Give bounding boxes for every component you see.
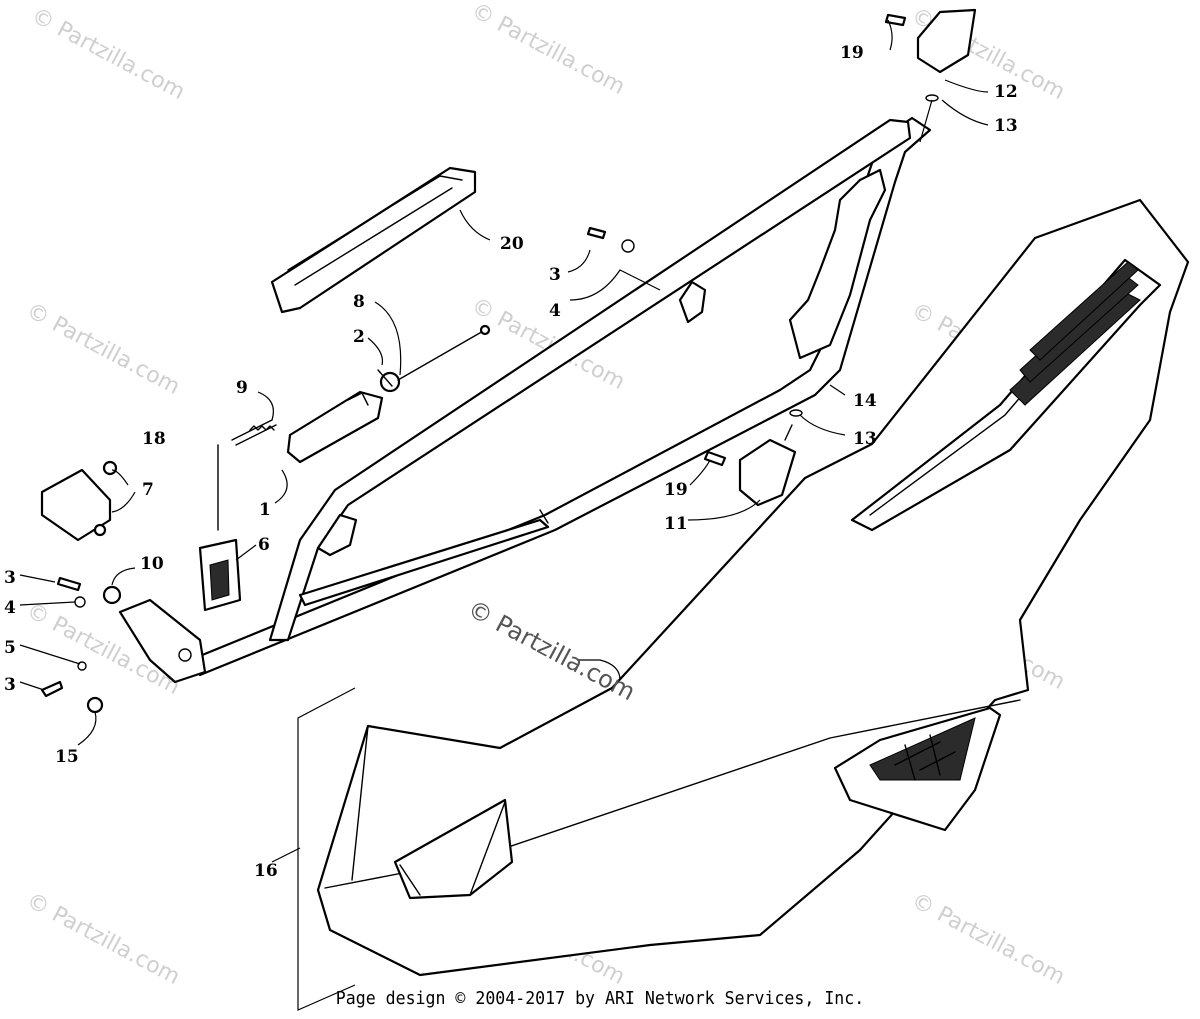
upper-vent-grille [1009,261,1141,406]
callout-11: 11 [664,514,688,534]
page-footer: Page design © 2004-2017 by ARI Network S… [335,988,865,1009]
callout-3-low: 3 [4,675,16,695]
callout-13-top: 13 [994,116,1018,136]
watermark: © Partzilla.com [467,293,629,395]
callout-5: 5 [4,638,16,658]
door-frame [188,116,932,677]
callout-19-low: 19 [664,480,688,500]
watermark: © Partzilla.com [27,3,189,105]
callout-7: 7 [142,480,154,500]
callout-16: 16 [254,861,278,881]
latch-handle [286,324,491,464]
hinge-upper [916,8,977,74]
rear-guard [270,166,477,314]
callout-6: 6 [258,535,270,555]
callout-14: 14 [853,391,877,411]
door-bracket-line [297,687,356,1011]
callout-4-mid: 4 [4,598,16,618]
callout-15: 15 [55,747,79,767]
callout-19-top: 19 [840,43,864,63]
watermark: © Partzilla.com [22,298,184,400]
callout-1: 1 [259,500,271,520]
callout-9: 9 [236,378,248,398]
latch-mechanism [198,538,242,612]
hinge-lower [738,424,797,507]
callout-2: 2 [353,327,365,347]
callout-4-top: 4 [549,301,561,321]
callout-3-mid: 3 [4,568,16,588]
callout-3-top: 3 [549,265,561,285]
callout-20: 20 [500,234,524,254]
callout-8: 8 [353,292,365,312]
striker-bracket [40,468,112,542]
leader-lines [19,19,989,863]
callout-10: 10 [140,554,164,574]
latch-cable-and-spring [217,419,277,531]
center-watermark: © Partzilla.com [463,595,640,707]
watermark: © Partzilla.com [467,0,629,100]
callout-13-low: 13 [853,429,877,449]
watermark: © Partzilla.com [907,888,1069,990]
door-panel [316,198,1190,977]
hardware-fasteners [40,13,939,714]
hinge-bracket [118,598,207,684]
watermark: © Partzilla.com [22,888,184,990]
callout-12: 12 [994,82,1018,102]
callout-18: 18 [142,429,166,449]
